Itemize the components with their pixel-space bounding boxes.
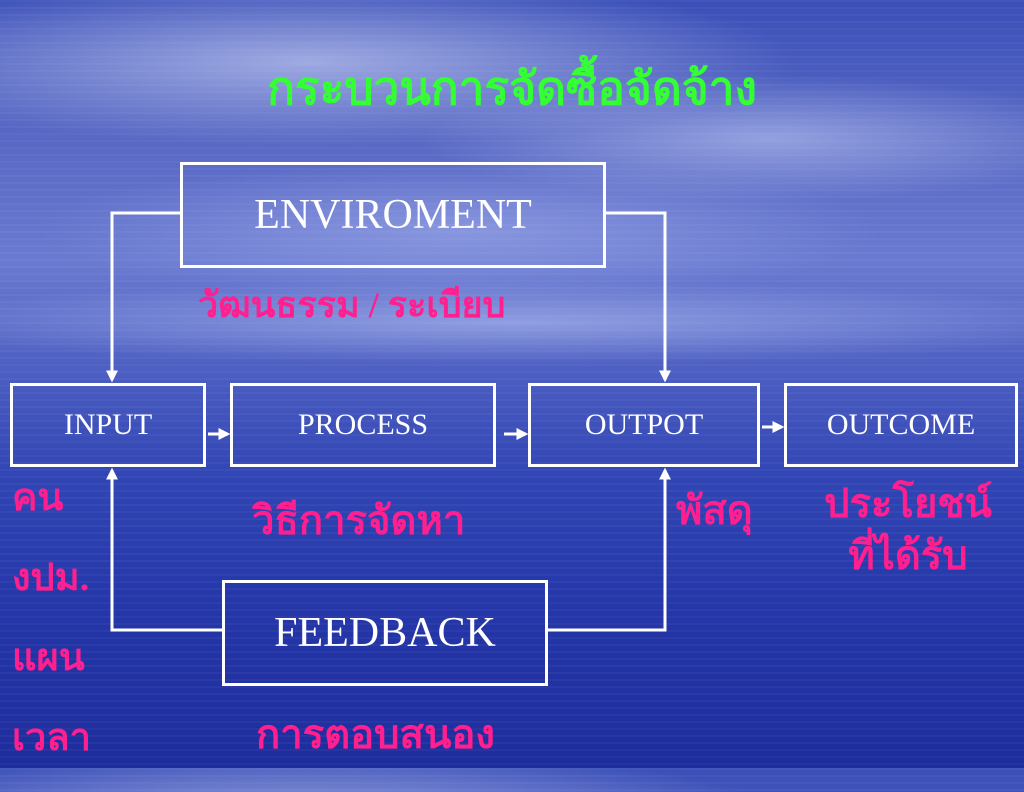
output-label: OUTPOT [584,408,704,441]
output-subtitle: พัสดุ [676,488,753,533]
feedback-to-input-arrow [106,467,222,632]
input-box: INPUT [10,383,206,467]
outcome-box: OUTCOME [784,383,1018,467]
connector-arrows [106,211,785,632]
env-to-input-arrow [106,211,180,383]
process-subtitle: วิธีการจัดหา [252,498,466,543]
input-item: งปม. [12,557,90,599]
process-box: PROCESS [230,383,496,467]
input-item: เวลา [12,717,91,759]
output-box: OUTPOT [528,383,760,467]
diagram-title: กระบวนการจัดซื้อจัดจ้าง [267,63,757,114]
outcome-subtitle: ประโยชน์ที่ได้รับ [824,481,992,578]
environment-label: ENVIROMENT [254,192,532,238]
input-item: คน [12,477,64,519]
feedback-box: FEEDBACK [222,580,548,686]
environment-box: ENVIROMENT [180,162,606,268]
input-label: INPUT [63,408,153,441]
env-to-output-arrow [606,211,671,383]
feedback-subtitle: การตอบสนอง [256,712,495,757]
outcome-label: OUTCOME [826,408,976,441]
input-items-list: คน งปม. แผน เวลา [12,472,91,792]
environment-subtitle: วัฒนธรรม / ระเบียบ [198,285,506,325]
feedback-label: FEEDBACK [274,610,496,656]
process-label: PROCESS [297,408,429,441]
feedback-to-output-arrow [548,467,671,632]
input-item: แผน [12,637,85,679]
